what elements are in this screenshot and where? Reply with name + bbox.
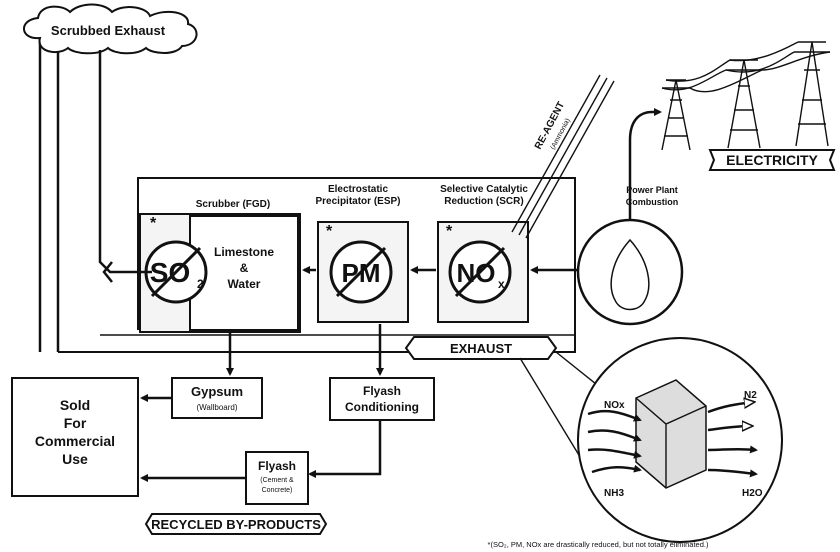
detail-n2-label: N2 <box>744 390 757 401</box>
catalyst-block <box>635 379 707 489</box>
detail-h2o-label: H2O <box>742 488 763 499</box>
plant-enclosure <box>58 177 576 353</box>
sold-line3: Commercial <box>35 433 115 449</box>
sold-line1: Sold <box>60 397 90 413</box>
arrow-to-electricity <box>628 108 662 220</box>
sold-line4: Use <box>62 451 88 467</box>
footnote: *(SO₂, PM, NOx are drastically reduced, … <box>488 540 709 549</box>
esp-title-2: Precipitator (ESP) <box>315 196 400 207</box>
pm-asterisk: * <box>326 223 333 240</box>
gypsum-label: Gypsum <box>191 384 243 399</box>
flyash-cond-line2: Conditioning <box>345 400 419 414</box>
scrubber-unit: * SO 2 Limestone & Water <box>139 213 301 333</box>
electricity-label-box: ELECTRICITY <box>708 149 836 171</box>
gypsum-sub-label: (Wallboard) <box>196 403 237 412</box>
recycled-label-box: RECYCLED BY-PRODUCTS <box>144 513 328 535</box>
detail-nox-label: NOx <box>604 400 625 411</box>
flyash-sub-2: Concrete) <box>262 487 293 494</box>
scrubbed-exhaust-cloud: Scrubbed Exhaust <box>23 3 198 55</box>
nox-asterisk: * <box>446 223 453 240</box>
limestone-line3: Water <box>228 277 261 291</box>
detail-nh3-label: NH3 <box>604 488 624 499</box>
nox-slash <box>454 246 506 298</box>
so2-subscript: 2 <box>197 277 204 291</box>
scrubber-title: Scrubber (FGD) <box>196 199 270 210</box>
combustion-chamber <box>576 108 684 326</box>
gypsum-box: Gypsum (Wallboard) <box>171 377 263 419</box>
nox-subscript: x <box>498 277 505 291</box>
scr-unit: * NO x <box>437 221 529 323</box>
combustion-title-2: Combustion <box>626 197 679 207</box>
scr-title-1: Selective Catalytic <box>440 184 528 195</box>
so2-asterisk: * <box>150 215 157 232</box>
duct-to-stack <box>98 50 152 274</box>
recycled-label: RECYCLED BY-PRODUCTS <box>151 517 321 532</box>
scrubbed-exhaust-label: Scrubbed Exhaust <box>51 23 166 38</box>
scr-title-2: Reduction (SCR) <box>444 196 523 207</box>
so2-slash <box>150 246 202 298</box>
arrow-flyash-cond-to-flyash <box>308 420 382 478</box>
limestone-line1: Limestone <box>214 245 274 259</box>
flyash-cond-line1: Flyash <box>363 384 401 398</box>
duct-arrow <box>102 261 113 283</box>
combustion-title-1: Power Plant <box>626 185 678 195</box>
esp-title-1: Electrostatic <box>328 184 388 195</box>
exhaust-label-box: EXHAUST <box>404 336 558 360</box>
pm-slash <box>335 246 387 298</box>
flyash-box: Flyash (Cement & Concrete) <box>245 451 309 505</box>
sold-commercial-box: Sold For Commercial Use <box>11 377 139 497</box>
transmission-towers <box>661 41 831 151</box>
reagent-pipes: RE-AGENT (Ammonia) <box>511 74 615 239</box>
catalyst-detail: NOx NH3 N2 H2O <box>519 337 783 543</box>
flyash-sub-1: (Cement & <box>260 477 294 484</box>
exhaust-label: EXHAUST <box>450 341 512 356</box>
flyash-conditioning-box: Flyash Conditioning <box>329 377 435 421</box>
electricity-label: ELECTRICITY <box>726 152 818 168</box>
smokestack <box>38 28 60 352</box>
limestone-line2: & <box>240 261 249 275</box>
so2-label: SO <box>150 257 190 288</box>
flame-icon <box>610 238 650 311</box>
esp-unit: * PM <box>317 221 409 323</box>
flyash-label: Flyash <box>258 459 296 473</box>
sold-line2: For <box>64 415 87 431</box>
